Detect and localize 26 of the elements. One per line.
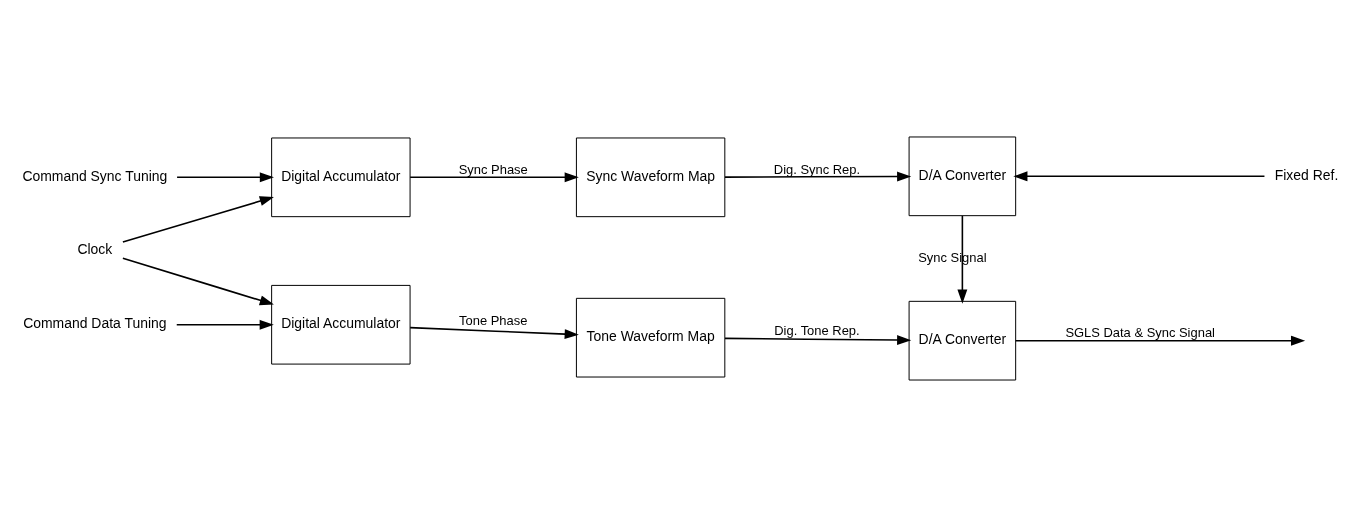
arrow xyxy=(175,319,274,330)
edge-label: SGLS Data & Sync Signal xyxy=(1065,324,1215,340)
arrow xyxy=(724,334,912,345)
edge-label: Tone Phase xyxy=(459,312,528,328)
arrow xyxy=(122,195,274,243)
node-box: Digital Accumulator xyxy=(271,284,411,365)
edge-label: Sync Phase xyxy=(458,161,528,177)
edge-label: Dig. Tone Rep. xyxy=(774,322,860,338)
arrow xyxy=(409,326,579,339)
node-box: Tone Waveform Map xyxy=(575,297,726,378)
arrow xyxy=(957,214,968,304)
arrow xyxy=(122,257,274,305)
node-box: D/A Converter xyxy=(908,300,1017,380)
arrow xyxy=(409,171,579,182)
arrow xyxy=(176,171,274,182)
node-text: Clock xyxy=(77,240,113,257)
edge-label: Dig. Sync Rep. xyxy=(773,161,861,177)
node-text: Command Data Tuning xyxy=(23,314,167,331)
node-box: Digital Accumulator xyxy=(271,137,411,217)
arrow xyxy=(1013,170,1266,181)
node-text: Command Sync Tuning xyxy=(22,167,168,184)
node-box: Sync Waveform Map xyxy=(575,137,726,217)
arrow xyxy=(724,171,912,181)
node-text: Fixed Ref. xyxy=(1274,166,1339,183)
arrow xyxy=(1014,335,1306,346)
node-box: D/A Converter xyxy=(908,136,1017,216)
